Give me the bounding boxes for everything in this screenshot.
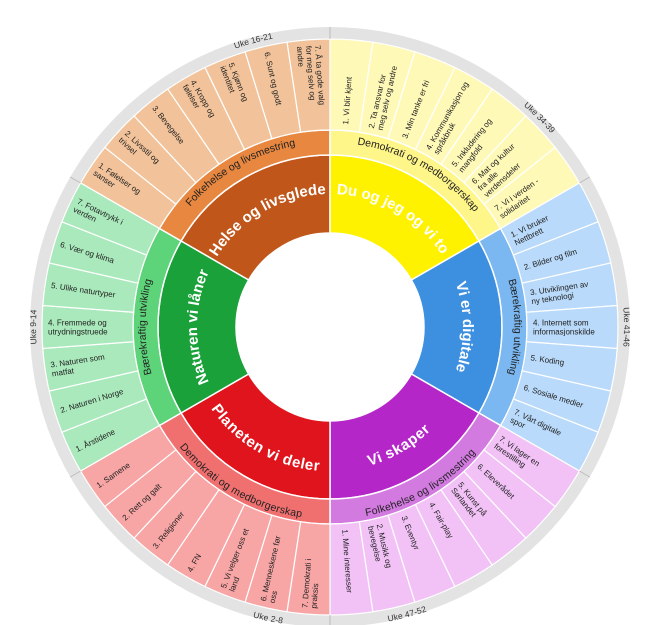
segment-planeten-5 xyxy=(204,503,273,603)
segment-planeten-3 xyxy=(133,470,220,566)
segment-naturen-7 xyxy=(61,182,161,256)
segment-planeten-4 xyxy=(166,488,246,588)
segment-planeten-2 xyxy=(103,448,197,539)
segment-skaper-3 xyxy=(387,503,456,603)
week-range-label: Uke 41-46 xyxy=(621,307,632,347)
segment-skaper-7 xyxy=(483,424,581,508)
segment-label: 7. Å ta gode valgfor meg selv ogandre xyxy=(295,45,326,107)
theme-label: Bærekraftig utvikling xyxy=(505,278,523,377)
segment-skaper-5 xyxy=(440,470,527,566)
ring-divider xyxy=(579,470,591,478)
ring-divider xyxy=(69,470,81,478)
segment-label: 1. Vi blir kjent xyxy=(341,76,354,125)
center-hole xyxy=(236,233,424,421)
week-range-label: Uke 9-14 xyxy=(28,309,39,345)
segment-planeten-6 xyxy=(244,514,302,613)
segment-planeten-7 xyxy=(286,521,331,616)
theme-label: Bærekraftig utvikling xyxy=(136,278,154,377)
ring-divider xyxy=(69,176,81,184)
segment-skaper-4 xyxy=(414,488,494,588)
segment-skaper-2 xyxy=(358,514,416,613)
segment-label: 7. Demokrati ipraksis xyxy=(300,558,322,609)
segment-skaper-6 xyxy=(463,448,557,539)
ring-divider xyxy=(579,176,591,184)
